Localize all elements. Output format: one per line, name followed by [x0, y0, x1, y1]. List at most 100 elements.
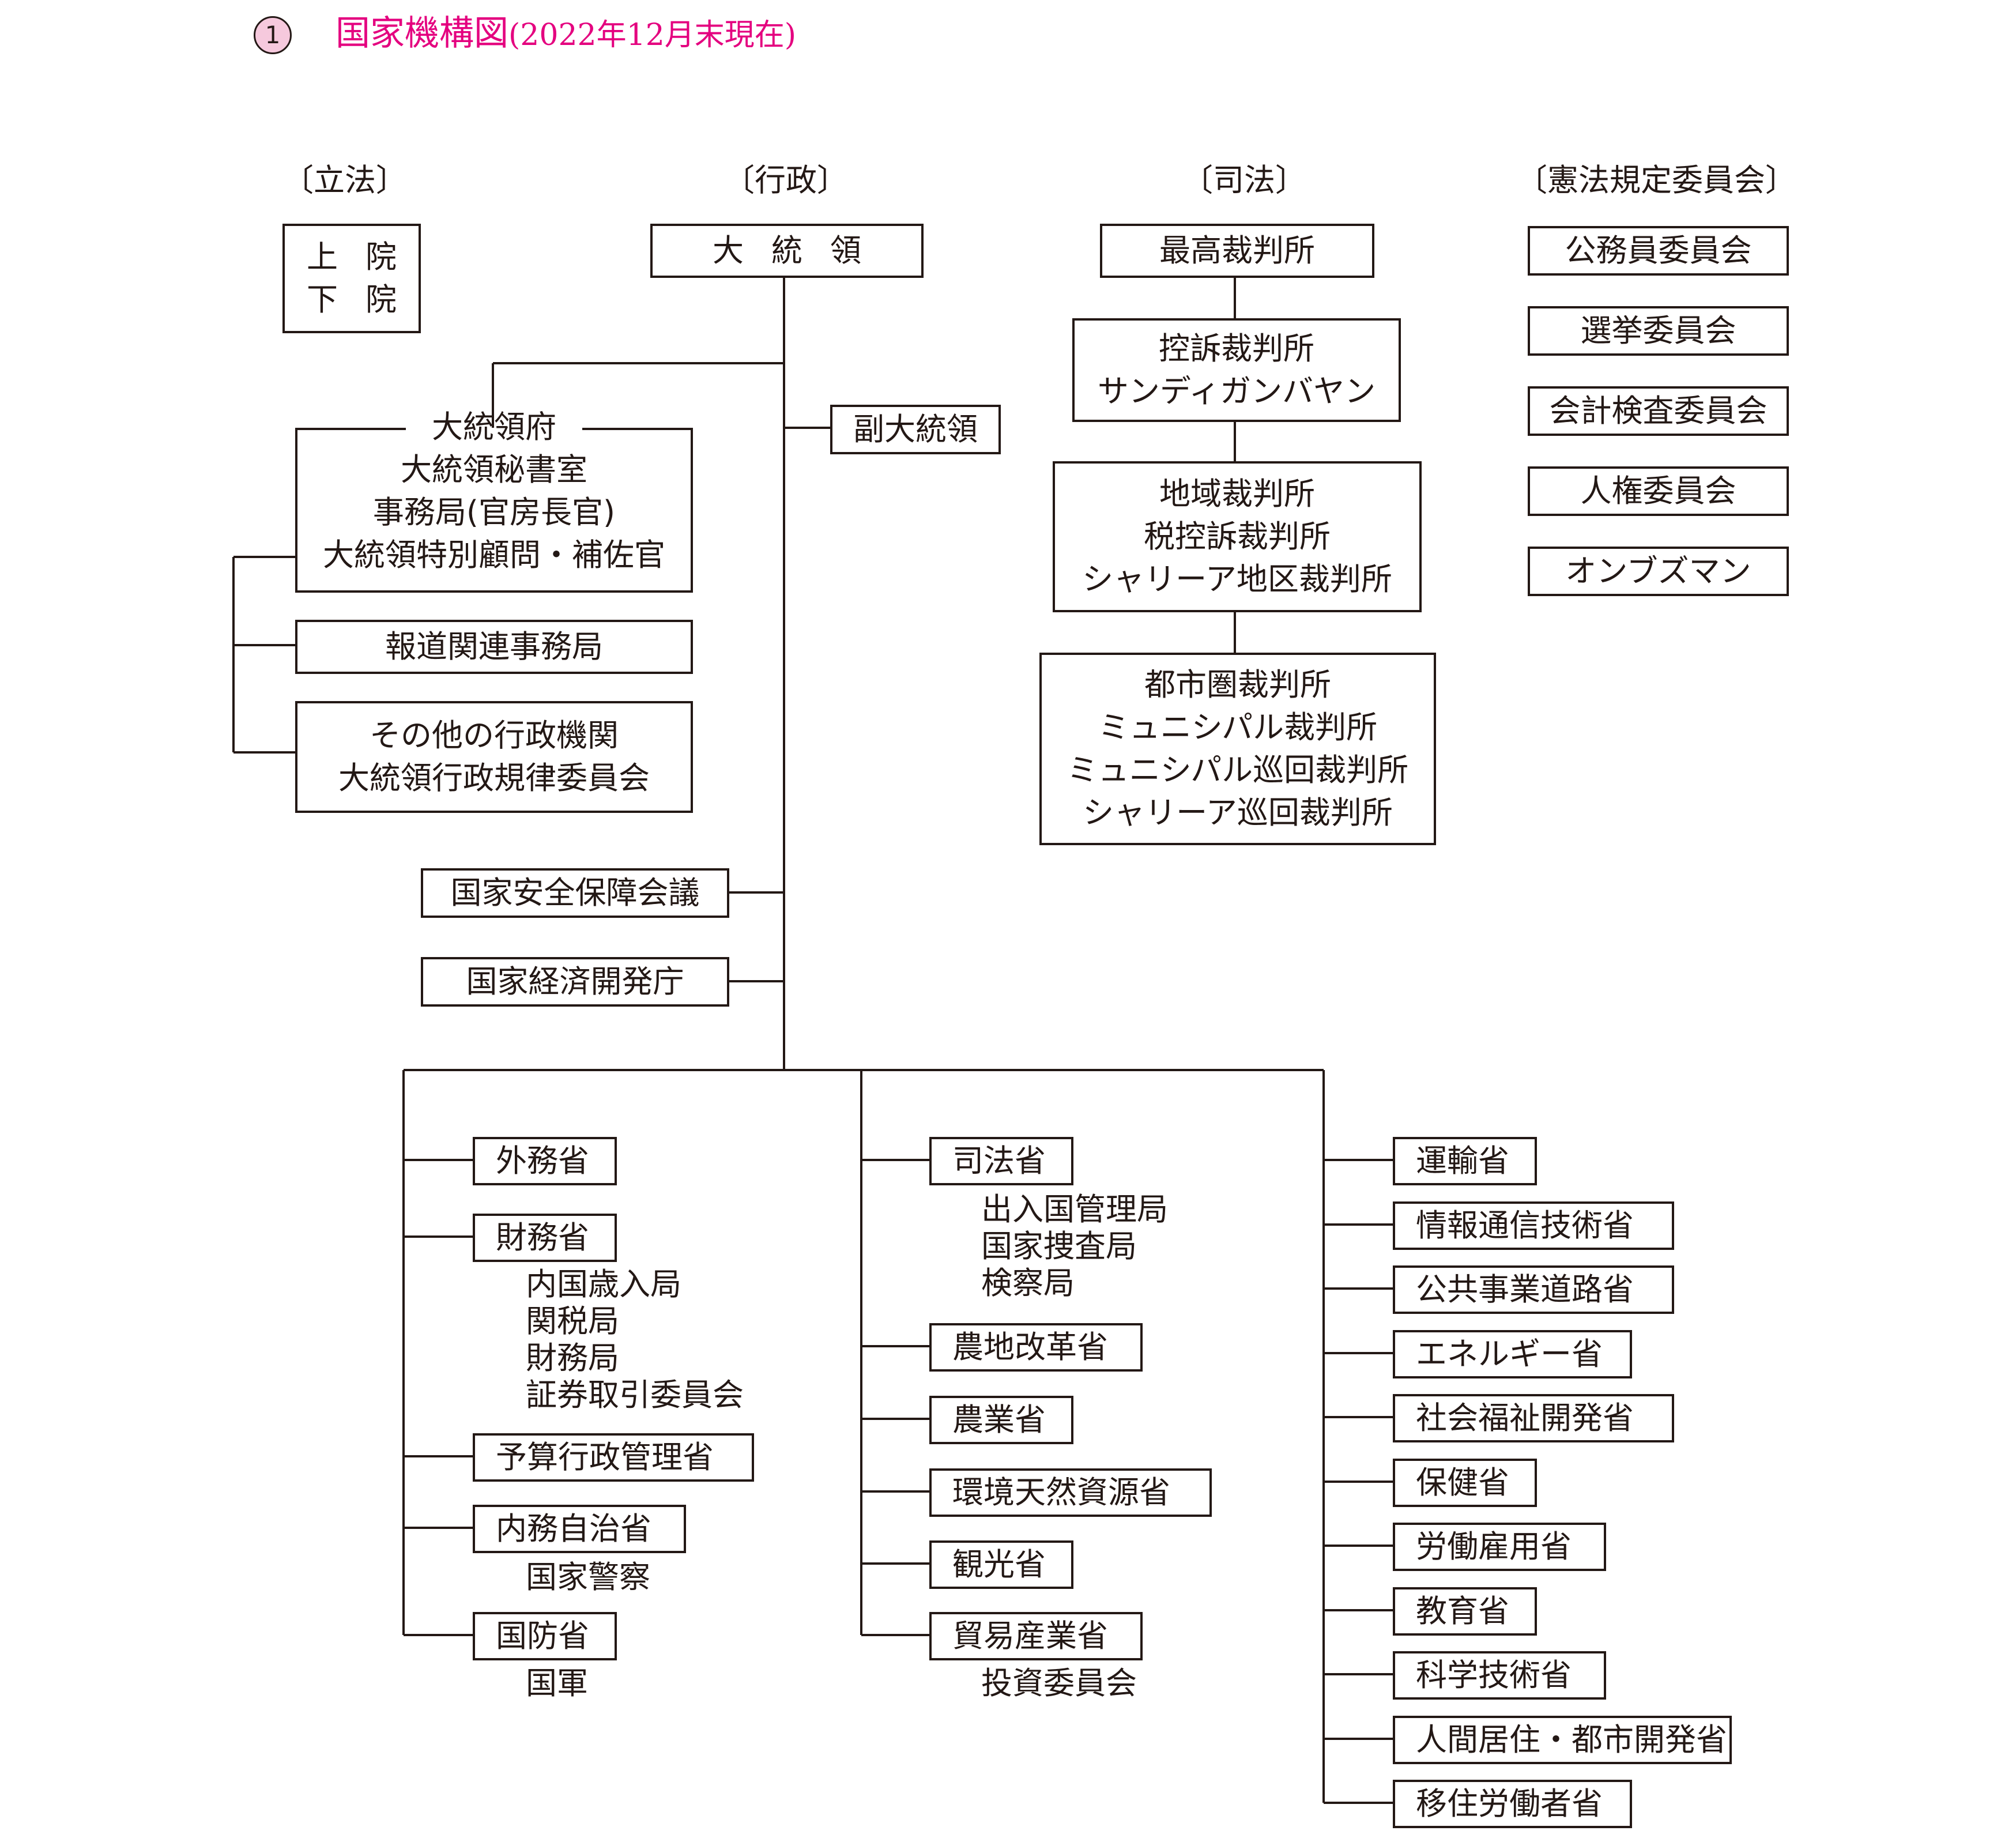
regional-line-2: 税控訴裁判所: [1144, 518, 1331, 555]
dept-interior-local-gov: 内務自治省: [473, 1505, 686, 1553]
dept-human-settlements: 人間居住・都市開発省: [1393, 1716, 1732, 1764]
office-line-2: 大統領秘書室: [401, 451, 587, 488]
justice-sub-agencies: 出入国管理局 国家捜査局 検察局: [981, 1191, 1168, 1302]
supreme-court-box: 最高裁判所: [1100, 224, 1374, 278]
dept-migrant-workers: 移住労働者省: [1393, 1780, 1632, 1828]
metro-line-3: ミュニシパル巡回裁判所: [1067, 752, 1409, 788]
dept-environment: 環境天然資源省: [929, 1468, 1212, 1517]
office-line-3: 事務局(官房長官): [372, 494, 616, 530]
other-agencies-line-1: その他の行政機関: [370, 717, 619, 754]
dept-public-works: 公共事業道路省: [1393, 1265, 1674, 1314]
dept-label: 司法省: [952, 1143, 1046, 1179]
dept-label: 人間居住・都市開発省: [1416, 1722, 1727, 1758]
dept-finance: 財務省: [473, 1214, 617, 1262]
dept-tourism: 観光省: [929, 1540, 1073, 1589]
dept-label: 情報通信技術省: [1416, 1207, 1634, 1244]
dept-foreign-affairs: 外務省: [473, 1137, 617, 1185]
dept-label: 移住労働者省: [1416, 1786, 1603, 1822]
commission-human-rights: 人権委員会: [1528, 466, 1789, 516]
dept-agriculture: 農業省: [929, 1396, 1073, 1444]
appeals-line-2: サンディガンバヤン: [1097, 373, 1376, 409]
sub-agency: 国軍: [526, 1665, 588, 1701]
appeals-line-1: 控訴裁判所: [1159, 330, 1314, 367]
dept-label: 教育省: [1416, 1593, 1509, 1629]
sub-agency: 内国歳入局: [526, 1266, 681, 1302]
commission-elections: 選挙委員会: [1528, 306, 1789, 356]
legislature-box: 上院 下院: [282, 224, 421, 333]
office-box-top-right: [582, 428, 693, 430]
vice-president-label: 副大統領: [853, 411, 978, 447]
dept-health: 保健省: [1393, 1459, 1537, 1507]
sub-agency: 国家捜査局: [981, 1228, 1137, 1264]
dept-social-welfare: 社会福祉開発省: [1393, 1394, 1674, 1442]
office-box-top-left: [295, 428, 406, 430]
sub-agency: 国家警察: [526, 1559, 650, 1595]
vice-president-box: 副大統領: [830, 405, 1001, 454]
press-office-label: 報道関連事務局: [385, 628, 603, 665]
defense-sub-agencies: 国軍: [526, 1665, 588, 1702]
dept-label: 貿易産業省: [952, 1618, 1108, 1654]
dept-justice: 司法省: [929, 1137, 1073, 1185]
section-executive: 〔行政〕: [724, 162, 848, 198]
upper-house: 上院: [307, 239, 424, 275]
dept-energy: エネルギー省: [1393, 1330, 1632, 1378]
metro-line-2: ミュニシパル裁判所: [1098, 709, 1378, 745]
commission-label: 会計検査委員会: [1549, 393, 1768, 429]
metro-line-4: シャリーア巡回裁判所: [1083, 794, 1393, 831]
section-constitutional-commissions: 〔憲法規定委員会〕: [1516, 162, 1796, 198]
title-main: 国家機構図: [336, 13, 508, 54]
sub-agency: 投資委員会: [981, 1665, 1137, 1701]
commission-civil-service: 公務員委員会: [1528, 226, 1789, 276]
other-agencies-box: その他の行政機関 大統領行政規律委員会: [295, 701, 693, 813]
regional-line-1: 地域裁判所: [1159, 476, 1315, 512]
sub-agency: 財務局: [526, 1340, 619, 1376]
sub-agency: 証券取引委員会: [526, 1377, 744, 1413]
dept-label: 科学技術省: [1416, 1657, 1572, 1693]
section-legislative: 〔立法〕: [282, 162, 407, 198]
president-label: 大統領: [713, 232, 889, 269]
neda-label: 国家経済開発庁: [466, 963, 684, 1000]
nsc-box: 国家安全保障会議: [421, 868, 729, 918]
dept-label: 運輸省: [1416, 1143, 1509, 1179]
office-line-4: 大統領特別顧問・補佐官: [323, 537, 665, 573]
metro-courts-box: 都市圏裁判所 ミュニシパル裁判所 ミュニシパル巡回裁判所 シャリーア巡回裁判所: [1039, 653, 1436, 845]
dept-label: 労働雇用省: [1416, 1528, 1572, 1565]
sub-agency: 検察局: [981, 1265, 1075, 1301]
dept-label: 内務自治省: [496, 1510, 651, 1547]
sub-agency: 関税局: [526, 1303, 619, 1339]
neda-box: 国家経済開発庁: [421, 957, 729, 1007]
dept-label: 公共事業道路省: [1416, 1271, 1634, 1308]
commission-label: オンブズマン: [1565, 553, 1751, 589]
office-of-president-box: 大統領府 大統領秘書室 事務局(官房長官) 大統領特別顧問・補佐官: [295, 409, 693, 593]
trade-sub-agencies: 投資委員会: [981, 1665, 1137, 1702]
press-office-box: 報道関連事務局: [295, 620, 693, 674]
page-title: 国家機構図(2022年12月末現在): [336, 10, 796, 58]
supreme-court-label: 最高裁判所: [1159, 232, 1315, 269]
office-line-1: 大統領府: [432, 409, 556, 445]
dept-label: 社会福祉開発省: [1416, 1400, 1634, 1436]
dept-label: 予算行政管理省: [496, 1439, 714, 1475]
commission-ombudsman: オンブズマン: [1528, 547, 1789, 596]
interior-sub-agencies: 国家警察: [526, 1559, 650, 1596]
title-number-marker: 1: [254, 16, 292, 54]
commission-audit: 会計検査委員会: [1528, 386, 1789, 436]
dept-national-defense: 国防省: [473, 1612, 617, 1660]
title-date: (2022年12月末現在): [508, 18, 797, 52]
dept-transportation: 運輸省: [1393, 1137, 1537, 1185]
metro-line-1: 都市圏裁判所: [1144, 666, 1331, 703]
nsc-label: 国家安全保障会議: [450, 875, 700, 911]
dept-agrarian-reform: 農地改革省: [929, 1323, 1143, 1372]
sub-agency: 出入国管理局: [981, 1191, 1168, 1227]
dept-label: 外務省: [496, 1143, 589, 1179]
dept-education: 教育省: [1393, 1587, 1537, 1636]
dept-label: 観光省: [952, 1546, 1046, 1583]
dept-label: 農地改革省: [952, 1329, 1108, 1365]
commission-label: 人権委員会: [1580, 473, 1736, 509]
finance-sub-agencies: 内国歳入局 関税局 財務局 証券取引委員会: [526, 1266, 744, 1414]
dept-labor-employment: 労働雇用省: [1393, 1523, 1606, 1571]
commission-label: 選挙委員会: [1580, 312, 1736, 349]
regional-courts-box: 地域裁判所 税控訴裁判所 シャリーア地区裁判所: [1053, 461, 1422, 612]
dept-ict: 情報通信技術省: [1393, 1201, 1674, 1250]
section-judicial: 〔司法〕: [1182, 162, 1306, 198]
